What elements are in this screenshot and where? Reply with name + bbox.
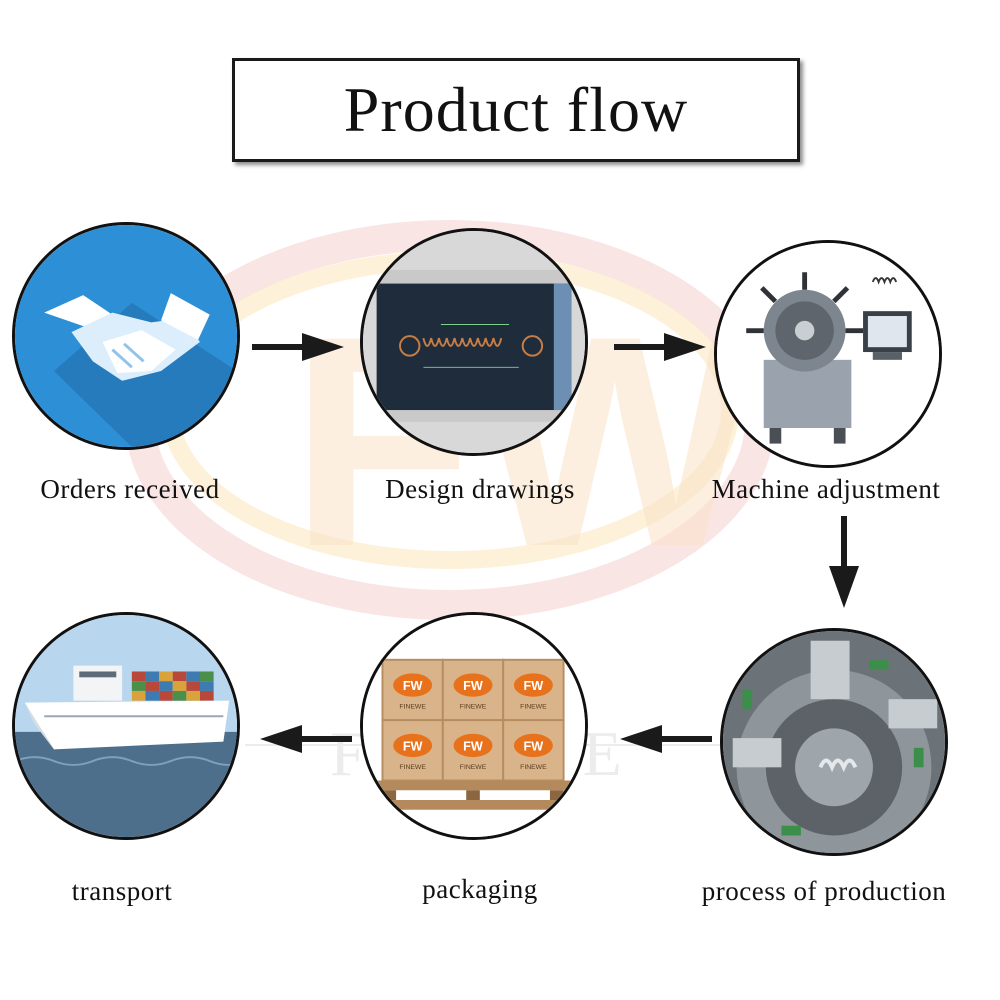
step-process-of-production-label: process of production — [701, 876, 947, 906]
arrow-down-icon — [829, 516, 859, 608]
box-logo: FW — [403, 679, 423, 693]
step-design-drawings-label: Design drawings — [385, 474, 575, 504]
production-tooling-icon — [723, 631, 945, 853]
box-brand: FINEWE — [460, 764, 487, 771]
step-orders-received-image — [12, 222, 240, 450]
box-logo: FW — [463, 679, 483, 693]
step-machine-adjustment-image — [714, 240, 942, 468]
arrow-right-icon — [252, 333, 344, 361]
box-brand: FINEWE — [520, 764, 547, 771]
box-logo: FW — [524, 739, 544, 753]
box-brand: FINEWE — [460, 703, 487, 710]
box-logo: FW — [463, 739, 483, 753]
handshake-icon — [15, 225, 237, 447]
cad-drawing-icon — [363, 231, 585, 453]
box-brand: FINEWE — [399, 703, 426, 710]
step-packaging-label: packaging — [422, 874, 538, 904]
step-machine-adjustment-label: Machine adjustment — [711, 474, 941, 504]
container-ship-icon — [15, 615, 237, 837]
box-logo: FW — [524, 679, 544, 693]
step-design-drawings-image — [360, 228, 588, 456]
step-orders-received-label: Orders received — [40, 474, 220, 504]
step-packaging-image: FW FW FW FW FW FW FINEWE FINEWE FINEWE F… — [360, 612, 588, 840]
page-title: Product flow — [343, 74, 689, 145]
box-logo: FW — [403, 739, 423, 753]
box-brand: FINEWE — [399, 764, 426, 771]
arrow-left-icon — [260, 725, 352, 753]
boxes-on-pallet-icon: FW FW FW FW FW FW FINEWE FINEWE FINEWE F… — [363, 615, 585, 837]
arrow-left-icon — [620, 725, 712, 753]
step-transport-image — [12, 612, 240, 840]
title-box: Product flow — [232, 58, 800, 162]
arrow-right-icon — [614, 333, 706, 361]
step-process-of-production-image — [720, 628, 948, 856]
box-brand: FINEWE — [520, 703, 547, 710]
spring-machine-icon — [717, 243, 939, 465]
step-transport-label: transport — [71, 876, 173, 906]
